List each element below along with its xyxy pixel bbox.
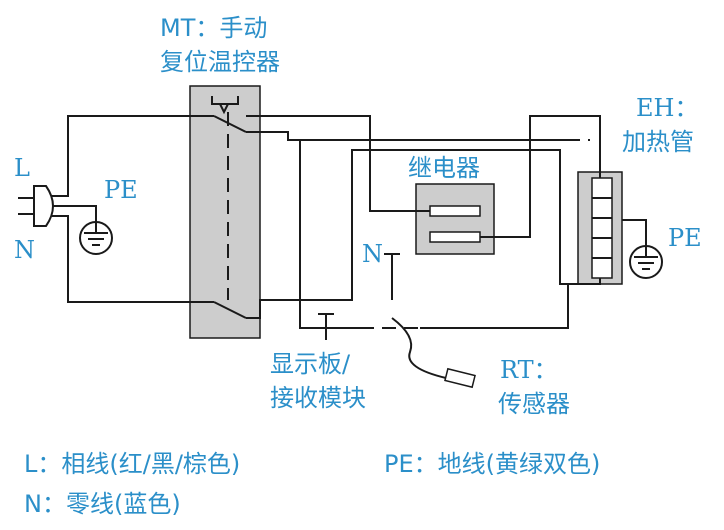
ground-symbol-right	[629, 238, 663, 279]
ground-label-right: PE	[668, 224, 702, 252]
thermostat-switch-bottom	[213, 301, 247, 319]
wire-relay-to-heater	[480, 115, 601, 238]
wire-neutral-loop	[246, 149, 601, 319]
heating-element	[577, 171, 623, 285]
legend: L：相线(红/黑/棕色) PE：地线(黄绿双色) N：零线(蓝色)	[24, 450, 600, 518]
live-wire-in	[52, 115, 214, 197]
heater-ground-wire	[622, 219, 647, 238]
thermostat-label-line1: MT：手动	[160, 14, 267, 42]
sensor-label-line2: 传感器	[498, 390, 570, 418]
wiring	[52, 115, 647, 389]
relay-contact	[429, 231, 481, 243]
plug-body	[33, 185, 54, 227]
relay-body	[415, 183, 495, 255]
relay-label: 继电器	[408, 154, 480, 182]
diagram-labels: MT：手动 复位温控器 EH： 加热管 继电器 L N PE PE N 显示板/…	[14, 14, 702, 418]
sensor-probe	[444, 367, 476, 389]
legend-ground: PE：地线(黄绿双色)	[384, 450, 600, 478]
neutral-label: N	[14, 236, 35, 264]
ground-symbol-left	[79, 212, 113, 255]
thermostat-label-line2: 复位温控器	[160, 48, 280, 76]
power-plug	[18, 185, 54, 227]
relay	[415, 183, 495, 255]
display-board-label-line1: 显示板/	[270, 350, 351, 378]
thermostat-body	[189, 85, 261, 339]
sensor-lead	[391, 317, 447, 379]
plug-ground-wire	[52, 205, 97, 212]
wire-mt-to-relay	[246, 115, 430, 212]
neutral-wire-in	[52, 215, 214, 303]
reset-button-symbol	[211, 96, 239, 105]
relay-coil	[429, 205, 481, 217]
heater-label-line2: 加热管	[622, 128, 694, 156]
sensor-label-line1: RT：	[500, 356, 558, 384]
manual-reset-thermostat	[189, 85, 261, 339]
heater-label-line1: EH：	[636, 94, 698, 122]
legend-neutral: N：零线(蓝色)	[24, 490, 181, 518]
live-label: L	[14, 154, 30, 182]
legend-live: L：相线(红/黑/棕色)	[24, 450, 240, 478]
thermostat-switch-top	[213, 115, 247, 133]
display-board-label-line2: 接收模块	[270, 384, 366, 412]
neutral-tap-label: N	[362, 240, 383, 268]
ground-label-left: PE	[104, 176, 138, 204]
